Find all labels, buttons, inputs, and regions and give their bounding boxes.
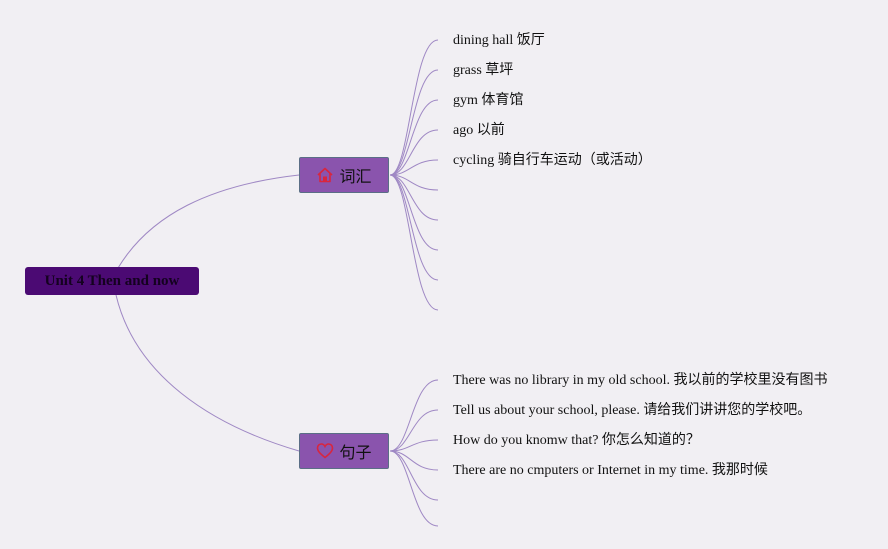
vocab-connector <box>389 99 439 176</box>
heart-icon <box>316 442 334 460</box>
sentence-item[interactable]: There are no cmputers or Internet in my … <box>453 463 768 478</box>
vocab-connector <box>389 174 439 251</box>
sentence-connector <box>389 450 439 471</box>
connector-root-to-sentences <box>115 294 300 452</box>
vocab-connector <box>389 174 439 281</box>
sentence-item[interactable]: There was no library in my old school. 我… <box>453 373 828 388</box>
vocab-connector <box>389 129 439 176</box>
branch-sentences[interactable]: 句子 <box>299 433 389 469</box>
sentence-connector <box>389 450 439 501</box>
sentence-item[interactable]: Tell us about your school, please. 请给我们讲… <box>453 403 812 418</box>
vocab-connector <box>389 174 439 311</box>
vocab-item[interactable]: cycling 骑自行车运动（或活动） <box>453 153 652 168</box>
sentence-connector <box>389 409 439 452</box>
sentence-item[interactable]: How do you knomw that? 你怎么知道的？ <box>453 433 700 448</box>
vocab-item[interactable]: gym 体育馆 <box>453 93 524 108</box>
home-icon <box>316 166 334 184</box>
vocab-item[interactable]: dining hall 饭厅 <box>453 33 545 48</box>
root-topic[interactable]: Unit 4 Then and now <box>25 267 199 295</box>
root-topic-label: Unit 4 Then and now <box>44 272 180 289</box>
branch-vocabulary[interactable]: 词汇 <box>299 157 389 193</box>
sentence-leaf-connectors <box>389 379 439 527</box>
sentence-connector <box>389 439 439 452</box>
vocab-item[interactable]: ago 以前 <box>453 123 505 138</box>
vocab-connector <box>389 159 439 176</box>
sentence-connector <box>389 450 439 527</box>
vocab-connector <box>389 174 439 221</box>
sentence-connector <box>389 379 439 452</box>
connector-root-to-vocab <box>117 174 300 269</box>
vocab-connector <box>389 39 439 176</box>
branch-vocabulary-label: 词汇 <box>339 167 372 186</box>
vocab-connector <box>389 69 439 176</box>
vocab-item[interactable]: grass 草坪 <box>453 63 514 78</box>
vocab-leaf-connectors <box>389 39 439 311</box>
branch-sentences-label: 句子 <box>339 443 372 462</box>
